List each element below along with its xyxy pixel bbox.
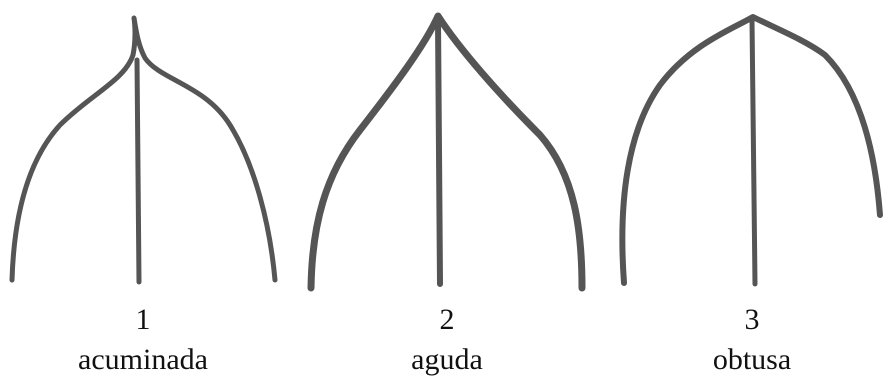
leaf-2-acute (307, 12, 586, 292)
leaf-1-number: 1 (135, 303, 151, 336)
leaf-3-obtuse (619, 14, 883, 287)
leaf-2-number: 2 (439, 303, 455, 336)
leaf-3-midrib (749, 17, 758, 287)
leaf-1-name: acuminada (78, 343, 208, 376)
leaf-2-outline (307, 12, 586, 292)
leaf-3-outline (619, 14, 883, 286)
leaf-1-outline (9, 15, 278, 283)
leaf-1-acuminate (9, 15, 278, 285)
leaf-3-number: 3 (744, 303, 760, 336)
leaf-3-name: obtusa (712, 343, 792, 376)
leaf-2-name: aguda (411, 343, 483, 376)
leaf-1-midrib (134, 57, 142, 285)
leaf-2-midrib (435, 17, 443, 287)
